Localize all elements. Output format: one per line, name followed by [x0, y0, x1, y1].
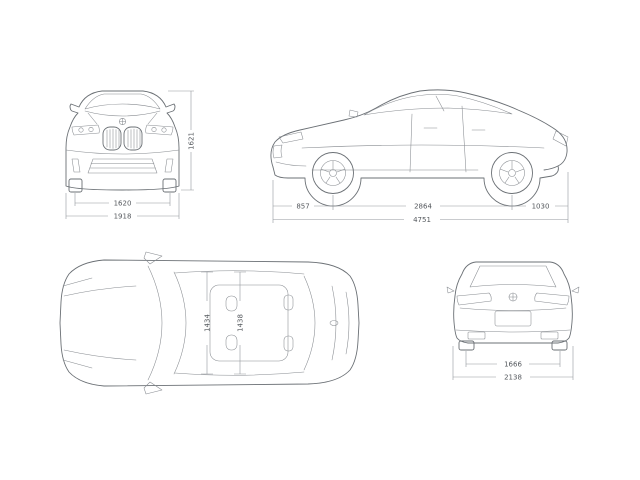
side-glasshouse [363, 93, 513, 116]
rear-body-outline [453, 261, 573, 344]
rear-width-dimension: 2138 [452, 346, 574, 381]
top-rear-window [303, 275, 316, 371]
front-right-scoop [164, 158, 174, 173]
wheelbase-value: 2864 [414, 202, 432, 210]
top-view: 1434 1438 [59, 251, 360, 395]
front-height-dimension: 1621 [168, 90, 195, 191]
interior-width-front-value: 1434 [203, 314, 211, 332]
top-antenna-fin [329, 320, 339, 326]
top-trunk-line [331, 285, 337, 361]
top-body-outline [59, 259, 360, 387]
side-sill-outline [272, 165, 559, 207]
rear-left-tire [458, 340, 475, 351]
side-front-wheel [312, 152, 354, 194]
front-right-tire [162, 178, 177, 193]
top-roof-front-edge [173, 271, 187, 375]
front-intake-mesh [89, 163, 156, 169]
front-right-headlight-ring2 [151, 127, 157, 132]
top-panoramic-roof [209, 284, 289, 362]
side-character-line [301, 144, 545, 149]
front-lower-intake [87, 158, 158, 174]
side-view: 857 2864 1030 4751 [270, 89, 569, 224]
front-cowl-line [84, 110, 161, 117]
top-right-mirror [143, 381, 163, 395]
interior-width-front-dimension: 1434 [201, 271, 213, 375]
side-rear-door-cut [461, 105, 467, 173]
front-left-tire [68, 178, 83, 193]
top-spoiler-line [345, 291, 350, 355]
side-mirror [348, 109, 359, 118]
front-overhang-value: 857 [296, 202, 309, 210]
rear-bumper-line [455, 329, 571, 333]
top-windshield [147, 265, 163, 381]
kidney-grille [102, 126, 143, 151]
side-b-pillar [435, 95, 445, 112]
rear-width-value: 2138 [504, 373, 522, 381]
side-bumper-intake [275, 161, 307, 167]
front-width-value: 1918 [114, 212, 132, 220]
front-track-value: 1620 [114, 199, 132, 207]
rear-right-mirror-tip [571, 286, 580, 294]
side-headlight [278, 131, 304, 144]
bmw-roundel-rear [508, 292, 518, 302]
front-overhang-dimension: 857 [272, 180, 334, 223]
side-rear-wheel [491, 152, 533, 194]
side-front-door-cut [409, 113, 413, 173]
front-track-dimension: 1620 [74, 193, 171, 207]
front-left-scoop [71, 158, 81, 173]
rear-window [469, 265, 557, 288]
front-left-headlight [71, 124, 100, 136]
front-left-headlight-ring [78, 127, 84, 133]
side-body-outline [270, 89, 568, 171]
side-grille [272, 144, 283, 159]
rear-right-tire [551, 340, 568, 351]
front-height-value: 1621 [187, 132, 195, 150]
front-view: 1620 1918 1621 [65, 90, 195, 220]
front-body-outline [65, 90, 180, 191]
rear-overhang-value: 1030 [532, 202, 550, 210]
rear-left-mirror-tip [446, 286, 455, 294]
front-left-headlight-ring2 [88, 127, 94, 132]
wheelbase-dimension: 2864 [333, 195, 513, 210]
top-seat-headrests [225, 294, 294, 352]
top-headlight-lines [62, 277, 93, 369]
top-hood-lines [63, 285, 137, 361]
rear-right-exhaust [540, 331, 559, 340]
rear-overhang-dimension: 1030 [512, 172, 569, 223]
front-bumper-line [65, 149, 180, 155]
interior-width-rear-value: 1438 [236, 314, 244, 332]
rear-track-dimension: 1666 [465, 351, 561, 368]
rear-view: 1666 2138 [446, 261, 580, 381]
rear-left-taillight [456, 292, 492, 306]
bmw-roundel-front [119, 118, 126, 125]
side-taillight [552, 130, 569, 147]
overall-length-dimension: 4751 [273, 216, 568, 224]
front-right-headlight [145, 124, 174, 136]
overall-length-value: 4751 [413, 216, 431, 224]
rear-license-plate [494, 310, 532, 327]
side-door-handles [423, 127, 486, 131]
rear-track-value: 1666 [504, 360, 522, 368]
front-windshield [84, 93, 161, 110]
top-roof-rails [174, 270, 305, 376]
rear-tailgate-line [459, 307, 567, 311]
rear-left-exhaust [467, 331, 486, 340]
front-hood-creases [87, 112, 158, 125]
rear-right-taillight [534, 292, 570, 306]
front-width-dimension: 1918 [65, 193, 180, 220]
top-left-mirror [143, 251, 163, 265]
front-right-headlight-ring [161, 127, 167, 133]
interior-width-rear-dimension: 1438 [234, 271, 246, 375]
